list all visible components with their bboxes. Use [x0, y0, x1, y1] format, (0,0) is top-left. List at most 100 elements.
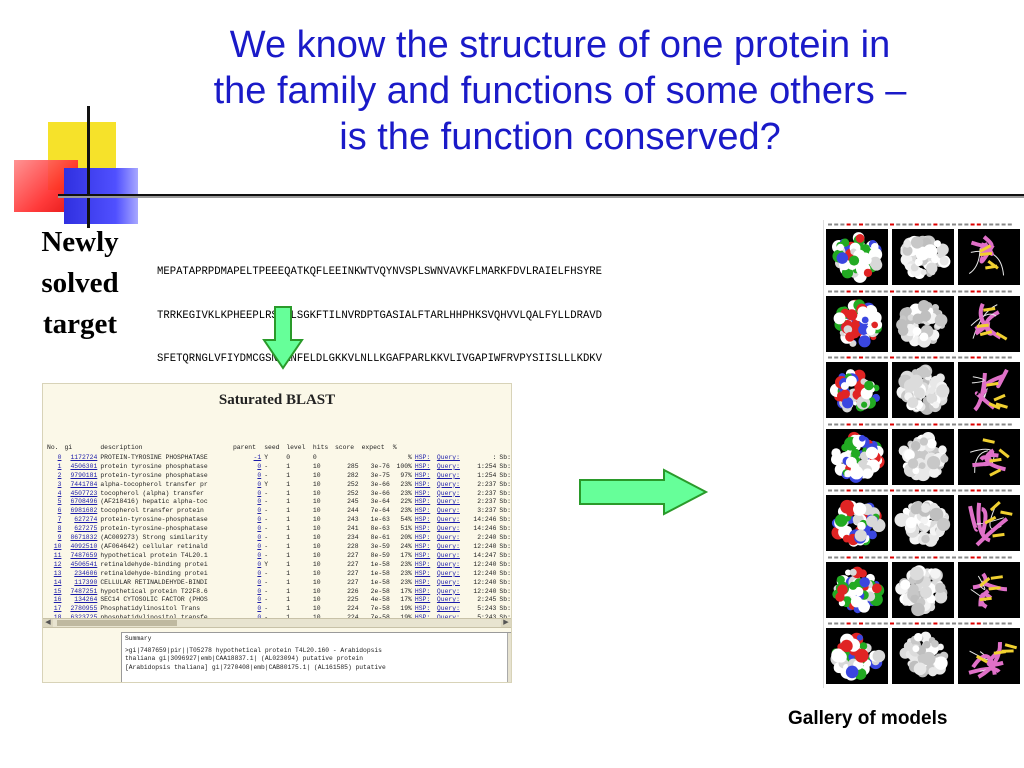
query-link[interactable]: Query: [436, 489, 460, 497]
query-link[interactable]: Query: [436, 578, 460, 586]
query-link[interactable]: Query: [436, 516, 460, 524]
row-number-link[interactable]: 8 [57, 525, 62, 533]
model-ribbon-thumbnail[interactable] [958, 295, 1020, 352]
row-number-link[interactable]: 13 [53, 569, 62, 577]
model-surface-colored-thumbnail[interactable] [826, 229, 888, 285]
query-link[interactable]: Query: [436, 507, 460, 515]
model-ribbon-thumbnail[interactable] [958, 628, 1020, 684]
model-surface-colored-thumbnail[interactable] [826, 295, 888, 352]
model-ribbon-thumbnail[interactable] [958, 362, 1020, 418]
hsp-link[interactable]: HSP: [414, 489, 431, 497]
parent-link[interactable]: 0 [257, 569, 262, 577]
hsp-link[interactable]: HSP: [414, 516, 431, 524]
gi-link[interactable]: 7487251 [70, 587, 98, 595]
query-link[interactable]: Query: [436, 551, 460, 559]
model-surface-white-thumbnail[interactable] [892, 495, 954, 551]
hsp-link[interactable]: HSP: [414, 560, 431, 568]
row-number-link[interactable]: 16 [53, 596, 62, 604]
query-link[interactable]: Query: [436, 596, 460, 604]
hsp-link[interactable]: HSP: [414, 605, 431, 613]
hsp-link[interactable]: HSP: [414, 453, 431, 461]
parent-link[interactable]: 0 [257, 525, 262, 533]
query-link[interactable]: Query: [436, 587, 460, 595]
query-link[interactable]: Query: [436, 462, 460, 470]
hsp-link[interactable]: HSP: [414, 462, 431, 470]
row-number-link[interactable]: 17 [53, 605, 62, 613]
query-link[interactable]: Query: [436, 560, 460, 568]
hsp-link[interactable]: HSP: [414, 507, 431, 515]
query-link[interactable]: Query: [436, 525, 460, 533]
query-link[interactable]: Query: [436, 498, 460, 506]
model-surface-colored-thumbnail[interactable] [826, 428, 888, 485]
gi-link[interactable]: 627274 [74, 516, 98, 524]
blast-horizontal-scrollbar[interactable]: ◀ ▶ [43, 618, 511, 628]
gi-link[interactable]: 117390 [74, 578, 98, 586]
model-surface-colored-thumbnail[interactable] [826, 362, 888, 418]
hsp-link[interactable]: HSP: [414, 578, 431, 586]
model-surface-white-thumbnail[interactable] [892, 295, 954, 352]
gi-link[interactable]: 6981682 [70, 507, 98, 515]
row-number-link[interactable]: 14 [53, 578, 62, 586]
parent-link[interactable]: 0 [257, 587, 262, 595]
parent-link[interactable]: -1 [253, 453, 262, 461]
query-link[interactable]: Query: [437, 614, 468, 623]
parent-link[interactable]: 0 [257, 498, 262, 506]
gi-link[interactable]: 6708496 [70, 498, 98, 506]
model-ribbon-thumbnail[interactable] [958, 428, 1020, 485]
parent-link[interactable]: 0 [257, 462, 262, 470]
gi-link[interactable]: 4092510 [70, 542, 98, 550]
hsp-link[interactable]: HSP: [414, 480, 431, 488]
row-number-link[interactable]: 2 [57, 471, 62, 479]
model-surface-colored-thumbnail[interactable] [826, 561, 888, 618]
hsp-link[interactable]: HSP: [414, 569, 431, 577]
parent-link[interactable]: 0 [257, 551, 262, 559]
row-number-link[interactable]: 18 [47, 614, 64, 623]
row-number-link[interactable]: 5 [57, 498, 62, 506]
row-number-link[interactable]: 11 [53, 551, 62, 559]
parent-link[interactable]: 0 [257, 471, 262, 479]
query-link[interactable]: Query: [436, 471, 460, 479]
row-number-link[interactable]: 0 [57, 453, 62, 461]
gi-link[interactable]: 627275 [74, 525, 98, 533]
gi-link[interactable]: 4506541 [70, 560, 98, 568]
model-ribbon-thumbnail[interactable] [958, 229, 1020, 285]
row-number-link[interactable]: 4 [57, 489, 62, 497]
parent-link[interactable]: 0 [233, 614, 264, 623]
model-surface-colored-thumbnail[interactable] [826, 495, 888, 551]
gi-link[interactable]: 9790181 [70, 471, 98, 479]
hsp-link[interactable]: HSP: [414, 551, 431, 559]
parent-link[interactable]: 0 [257, 480, 262, 488]
parent-link[interactable]: 0 [257, 605, 262, 613]
summary-vertical-scrollbar[interactable] [507, 633, 511, 682]
parent-link[interactable]: 0 [257, 578, 262, 586]
gi-link[interactable]: 134264 [74, 596, 98, 604]
query-link[interactable]: Query: [436, 605, 460, 613]
row-number-link[interactable]: 12 [53, 560, 62, 568]
row-number-link[interactable]: 6 [57, 507, 62, 515]
model-ribbon-thumbnail[interactable] [958, 495, 1020, 551]
model-surface-colored-thumbnail[interactable] [826, 628, 888, 684]
row-number-link[interactable]: 3 [57, 480, 62, 488]
query-link[interactable]: Query: [436, 453, 460, 461]
query-link[interactable]: Query: [436, 480, 460, 488]
hsp-link[interactable]: HSP: [415, 614, 437, 623]
model-surface-white-thumbnail[interactable] [892, 362, 954, 418]
parent-link[interactable]: 0 [257, 534, 262, 542]
hsp-link[interactable]: HSP: [414, 471, 431, 479]
model-surface-white-thumbnail[interactable] [892, 229, 954, 285]
model-surface-white-thumbnail[interactable] [892, 428, 954, 485]
scroll-left-icon[interactable]: ◀ [43, 619, 53, 627]
hsp-link[interactable]: HSP: [414, 534, 431, 542]
parent-link[interactable]: 0 [257, 507, 262, 515]
gi-link[interactable]: 8671832 [70, 534, 98, 542]
model-surface-white-thumbnail[interactable] [892, 628, 954, 684]
model-surface-white-thumbnail[interactable] [892, 561, 954, 618]
hsp-link[interactable]: HSP: [414, 542, 431, 550]
summary-panel[interactable]: Summary >gi|7487659|pir||T05278 hypothet… [121, 632, 511, 682]
gi-link[interactable]: 7441784 [70, 480, 98, 488]
parent-link[interactable]: 0 [257, 542, 262, 550]
row-number-link[interactable]: 10 [53, 542, 62, 550]
parent-link[interactable]: 0 [257, 516, 262, 524]
hsp-link[interactable]: HSP: [414, 498, 431, 506]
model-ribbon-thumbnail[interactable] [958, 561, 1020, 618]
